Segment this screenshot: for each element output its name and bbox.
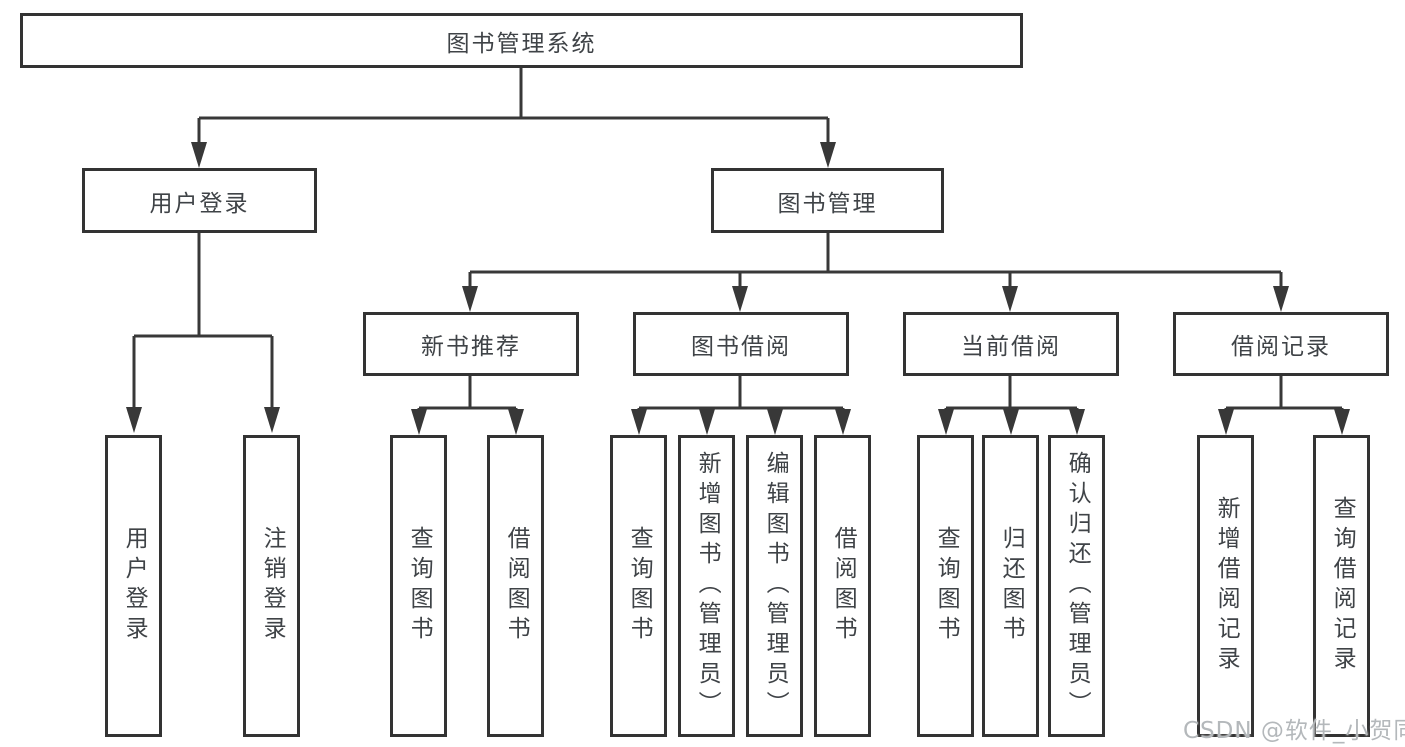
leaf-query-books-2: 查询图书	[610, 435, 667, 737]
node-book-borrowing: 图书借阅	[633, 312, 849, 376]
node-current-borrowing: 当前借阅	[903, 312, 1119, 376]
leaf-edit-book-admin: 编辑图书（管理员）	[746, 435, 803, 737]
node-new-book-recommendation: 新书推荐	[363, 312, 579, 376]
node-user-login: 用户登录	[82, 168, 317, 233]
leaf-confirm-return-admin: 确认归还（管理员）	[1048, 435, 1105, 737]
node-book-management: 图书管理	[711, 168, 944, 233]
node-library-management-system: 图书管理系统	[20, 13, 1023, 68]
csdn-watermark: CSDN @软件_小贺同学	[1183, 718, 1405, 744]
leaf-query-books-3: 查询图书	[917, 435, 974, 737]
leaf-user-login: 用户登录	[105, 435, 162, 737]
leaf-borrow-books-2: 借阅图书	[814, 435, 871, 737]
leaf-add-borrow-record: 新增借阅记录	[1197, 435, 1254, 737]
leaf-logout: 注销登录	[243, 435, 300, 737]
leaf-query-books-1: 查询图书	[390, 435, 447, 737]
leaf-return-books: 归还图书	[982, 435, 1039, 737]
arrowheads	[126, 142, 1350, 435]
leaf-add-book-admin: 新增图书（管理员）	[678, 435, 735, 737]
leaf-borrow-books-1: 借阅图书	[487, 435, 544, 737]
leaf-query-borrow-record: 查询借阅记录	[1313, 435, 1370, 737]
node-borrowing-records: 借阅记录	[1173, 312, 1389, 376]
